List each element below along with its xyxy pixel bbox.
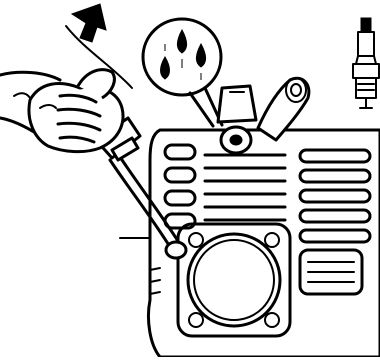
engine-cylinder [120,78,380,357]
fuel-drop-icon [178,30,187,68]
fuel-drops-callout [143,19,222,126]
fuel-drop-icon [161,44,170,79]
fuel-drop-icon [197,44,206,80]
hand-holding-tube [0,70,140,160]
spark-plug-icon [353,18,379,108]
